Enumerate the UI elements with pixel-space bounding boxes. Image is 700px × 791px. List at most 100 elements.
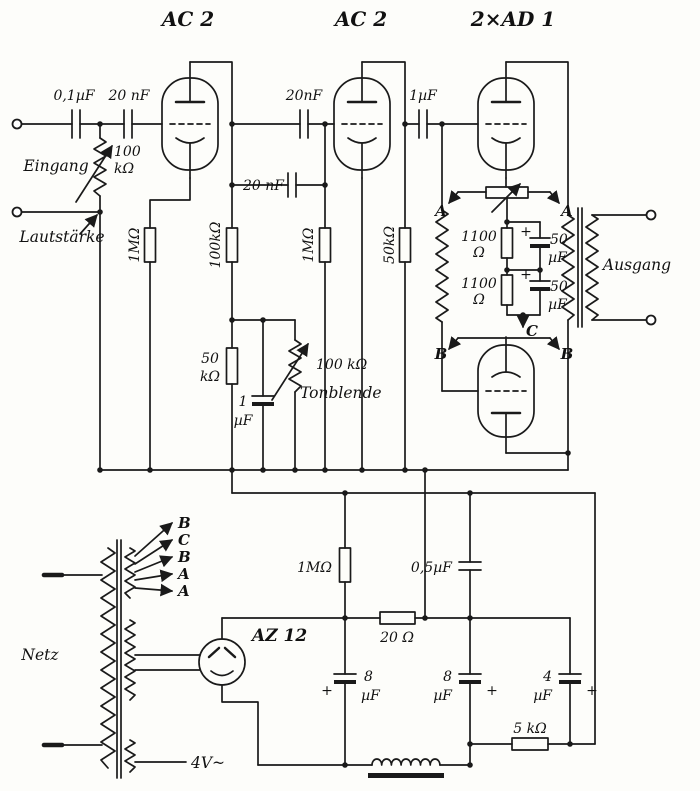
rectifier-title: AZ 12 bbox=[250, 626, 307, 646]
filter-cap-8u-1 bbox=[333, 673, 357, 684]
bypass-cap-1u bbox=[251, 395, 275, 406]
tube-ad1-lower bbox=[476, 335, 536, 455]
tube-ac2-1 bbox=[160, 60, 220, 180]
bias-c2-plus: + bbox=[520, 267, 532, 283]
tube1-title: AC 2 bbox=[160, 7, 214, 31]
tone-cap-20n bbox=[287, 172, 297, 198]
output-jack-top bbox=[645, 209, 657, 221]
psu-tap-b2: B bbox=[177, 548, 191, 566]
bias-c2-label-2: µF bbox=[548, 297, 568, 313]
input-jack-top bbox=[11, 118, 23, 130]
hum-balance-pot bbox=[485, 183, 529, 213]
filter-c1-label-2: µF bbox=[361, 688, 381, 704]
tube2-title: AC 2 bbox=[333, 7, 387, 31]
bleeder-label: 1MΩ bbox=[297, 560, 332, 576]
bias-cap-50u-2 bbox=[529, 280, 551, 291]
input-cap-0u1 bbox=[71, 109, 81, 139]
bias-r2-label-1: 1100 bbox=[461, 276, 497, 292]
lautstaerke-label: Lautstärke bbox=[18, 228, 104, 246]
coupling-cap2-label: 20nF bbox=[285, 88, 324, 104]
grid-cap-20n bbox=[123, 109, 133, 139]
tube-ad1-upper bbox=[476, 60, 536, 180]
filter-c1-label-1: 8 bbox=[364, 669, 373, 685]
volume-potentiometer bbox=[75, 137, 113, 203]
coupling-cap-20n-stage2 bbox=[299, 109, 309, 139]
lautstaerke-pointer-arrow bbox=[79, 214, 98, 235]
bias-c1-label-2: µF bbox=[548, 250, 568, 266]
bias-c1-plus: + bbox=[520, 224, 532, 240]
filter-c2-label-1: 8 bbox=[443, 669, 452, 685]
r-50k-label: 50kΩ bbox=[382, 226, 398, 264]
eingang-label: Eingang bbox=[22, 157, 88, 175]
heater-label: 4V~ bbox=[190, 754, 225, 772]
filter-c3-plus: + bbox=[586, 683, 598, 699]
bias-c2-label-1: 50 bbox=[550, 279, 568, 295]
volume-pot-value-2: kΩ bbox=[114, 161, 134, 177]
tap-a-right-arrow bbox=[546, 190, 560, 204]
wires bbox=[20, 61, 596, 766]
bias-c1-label-1: 50 bbox=[550, 232, 568, 248]
filter-c3-label-1: 4 bbox=[542, 669, 552, 685]
tube-ac2-2 bbox=[332, 60, 392, 180]
filter-c1-plus: + bbox=[321, 683, 333, 699]
bias-r2-label-2: Ω bbox=[472, 292, 485, 308]
input-cap-label: 0,1µF bbox=[53, 88, 95, 104]
dropper-resistor-5k bbox=[511, 737, 549, 751]
bias-r1-label-1: 1100 bbox=[461, 229, 497, 245]
t3-title: 2×AD 1 bbox=[470, 7, 555, 31]
coupling-cap-1u bbox=[418, 109, 428, 139]
input-jack-bottom bbox=[11, 206, 23, 218]
bleeder-resistor-1m bbox=[338, 547, 352, 583]
hf-cap-label: 0,5µF bbox=[411, 560, 453, 576]
filter-c2-plus: + bbox=[486, 683, 498, 699]
rectifier-az12-symbol bbox=[198, 638, 246, 686]
grid-resistor-1m-stage2 bbox=[318, 227, 332, 263]
volume-pot-value-1: 100 bbox=[114, 144, 141, 160]
psu-tap-a2: A bbox=[176, 582, 190, 600]
tap-b-right-arrow bbox=[546, 336, 560, 350]
output-jack-bottom bbox=[645, 314, 657, 326]
anode-resistor-50k bbox=[398, 227, 412, 263]
filter-c2-label-2: µF bbox=[433, 688, 453, 704]
tap-b-left-label: B bbox=[434, 345, 448, 363]
tonblende-label: Tonblende bbox=[300, 384, 382, 402]
filter-cap-8u-2 bbox=[458, 673, 482, 684]
coupling-cap3-label: 1µF bbox=[409, 88, 438, 104]
dropper-label: 5 kΩ bbox=[513, 721, 547, 737]
bias-resistor-1100-2 bbox=[500, 274, 514, 306]
tap-c-label: C bbox=[526, 322, 538, 340]
psu-tap-b1: B bbox=[177, 514, 191, 532]
junction-dots bbox=[97, 121, 573, 768]
psu-tap-c: C bbox=[178, 531, 190, 549]
filter-resistor-20ohm bbox=[379, 611, 416, 625]
r-1m-2-label: 1MΩ bbox=[301, 227, 317, 262]
psu-tap-a1: A bbox=[176, 565, 190, 583]
tap-a-right-label: A bbox=[559, 202, 573, 220]
tap-a-left-label: A bbox=[433, 202, 447, 220]
tap-b-right-label: B bbox=[560, 345, 574, 363]
r-1m-1-label: 1MΩ bbox=[127, 227, 143, 262]
output-transformer bbox=[561, 207, 647, 328]
bias-resistor-1100-1 bbox=[500, 227, 514, 259]
grid-cap-label: 20 nF bbox=[108, 88, 151, 104]
hf-cap-0u5 bbox=[458, 561, 482, 571]
mains-transformer bbox=[100, 539, 136, 779]
anode-resistor-100k bbox=[225, 227, 239, 263]
filter-cap-4u bbox=[558, 673, 582, 684]
tap-a-left-arrow bbox=[448, 190, 462, 204]
bias-r1-label-2: Ω bbox=[472, 245, 485, 261]
filter-c3-label-2: µF bbox=[533, 688, 553, 704]
bypass-cap-label-1: 1 bbox=[239, 394, 248, 410]
tone-potentiometer bbox=[271, 339, 309, 401]
bias-cap-50u-1 bbox=[529, 237, 551, 248]
tone-cap-label: 20 nF bbox=[242, 178, 285, 194]
bypass-cap-label-2: µF bbox=[234, 413, 254, 429]
feed-resistor-label-2: kΩ bbox=[200, 369, 220, 385]
grid-resistor-output bbox=[435, 209, 449, 323]
netz-label: Netz bbox=[20, 646, 59, 664]
filter-choke bbox=[368, 758, 444, 778]
ausgang-label: Ausgang bbox=[601, 256, 671, 274]
filament-tap-arrows bbox=[134, 522, 174, 597]
